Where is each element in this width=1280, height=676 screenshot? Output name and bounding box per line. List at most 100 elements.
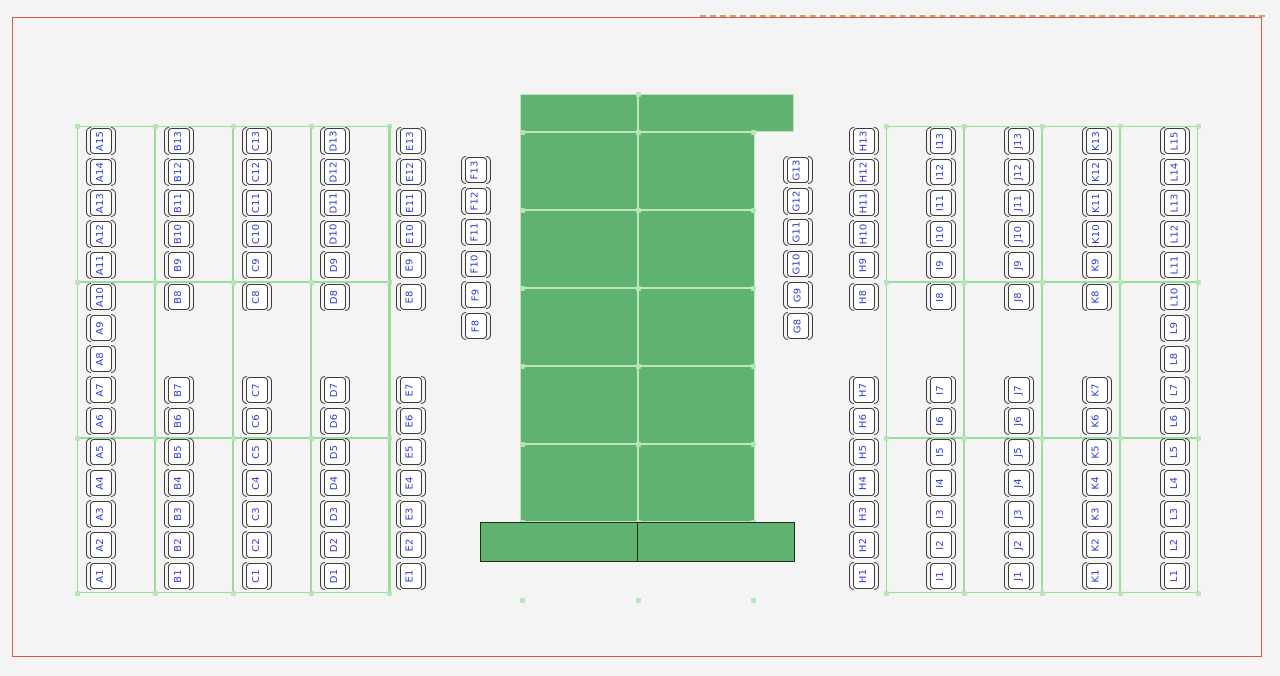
seat[interactable]: I7 <box>926 375 956 405</box>
seat[interactable]: K12 <box>1082 157 1112 187</box>
seat[interactable]: H1 <box>849 561 879 591</box>
seat[interactable]: G11 <box>783 217 813 247</box>
seat[interactable]: D12 <box>320 157 350 187</box>
seat[interactable]: C12 <box>242 157 272 187</box>
seat[interactable]: D1 <box>320 561 350 591</box>
seat[interactable]: B2 <box>164 530 194 560</box>
seat[interactable]: L5 <box>1160 437 1190 467</box>
table-tile[interactable] <box>638 94 794 132</box>
seat[interactable]: E10 <box>396 219 426 249</box>
seat[interactable]: K8 <box>1082 282 1112 312</box>
seat[interactable]: J1 <box>1004 561 1034 591</box>
seat[interactable]: C10 <box>242 219 272 249</box>
seat[interactable]: H10 <box>849 219 879 249</box>
seat[interactable]: C13 <box>242 126 272 156</box>
seat[interactable]: H6 <box>849 406 879 436</box>
seat[interactable]: G8 <box>783 311 813 341</box>
seat[interactable]: I1 <box>926 561 956 591</box>
seat[interactable]: F11 <box>461 217 491 247</box>
table-tile[interactable] <box>520 132 638 210</box>
seat[interactable]: I11 <box>926 188 956 218</box>
seat[interactable]: J4 <box>1004 468 1034 498</box>
seat[interactable]: J2 <box>1004 530 1034 560</box>
seat[interactable]: B1 <box>164 561 194 591</box>
table-tile[interactable] <box>638 366 755 444</box>
seat[interactable]: K9 <box>1082 250 1112 280</box>
seat[interactable]: I2 <box>926 530 956 560</box>
seat[interactable]: E4 <box>396 468 426 498</box>
seat[interactable]: D2 <box>320 530 350 560</box>
seat[interactable]: L15 <box>1160 126 1190 156</box>
seat[interactable]: H7 <box>849 375 879 405</box>
seat[interactable]: A5 <box>86 437 116 467</box>
seat[interactable]: H9 <box>849 250 879 280</box>
seat[interactable]: A6 <box>86 406 116 436</box>
seat[interactable]: H2 <box>849 530 879 560</box>
seat[interactable]: L1 <box>1160 561 1190 591</box>
seat[interactable]: A8 <box>86 344 116 374</box>
seat[interactable]: G10 <box>783 249 813 279</box>
table-tile[interactable] <box>637 522 795 562</box>
seat[interactable]: J7 <box>1004 375 1034 405</box>
seat[interactable]: A13 <box>86 188 116 218</box>
seat[interactable]: F10 <box>461 249 491 279</box>
seat[interactable]: A3 <box>86 499 116 529</box>
seat[interactable]: C11 <box>242 188 272 218</box>
seat[interactable]: B6 <box>164 406 194 436</box>
seat[interactable]: A10 <box>86 282 116 312</box>
seat[interactable]: D4 <box>320 468 350 498</box>
seat[interactable]: J8 <box>1004 282 1034 312</box>
seat[interactable]: K11 <box>1082 188 1112 218</box>
seat[interactable]: D11 <box>320 188 350 218</box>
seat[interactable]: E7 <box>396 375 426 405</box>
seat[interactable]: A11 <box>86 250 116 280</box>
seat[interactable]: I8 <box>926 282 956 312</box>
seat[interactable]: B8 <box>164 282 194 312</box>
seat[interactable]: B11 <box>164 188 194 218</box>
seat[interactable]: D6 <box>320 406 350 436</box>
seat[interactable]: K3 <box>1082 499 1112 529</box>
table-tile[interactable] <box>638 444 755 522</box>
seat[interactable]: A14 <box>86 157 116 187</box>
seat[interactable]: K10 <box>1082 219 1112 249</box>
seat[interactable]: C8 <box>242 282 272 312</box>
seat[interactable]: J9 <box>1004 250 1034 280</box>
seat[interactable]: E11 <box>396 188 426 218</box>
seat[interactable]: K2 <box>1082 530 1112 560</box>
seat[interactable]: K4 <box>1082 468 1112 498</box>
seat[interactable]: H3 <box>849 499 879 529</box>
seat[interactable]: I3 <box>926 499 956 529</box>
seat[interactable]: C5 <box>242 437 272 467</box>
seat[interactable]: E6 <box>396 406 426 436</box>
seat[interactable]: I5 <box>926 437 956 467</box>
table-tile[interactable] <box>520 210 638 288</box>
seat[interactable]: A2 <box>86 530 116 560</box>
seat[interactable]: K13 <box>1082 126 1112 156</box>
seat[interactable]: B9 <box>164 250 194 280</box>
seat[interactable]: L7 <box>1160 375 1190 405</box>
seat[interactable]: G12 <box>783 186 813 216</box>
seat[interactable]: E12 <box>396 157 426 187</box>
seat[interactable]: E9 <box>396 250 426 280</box>
seat[interactable]: I6 <box>926 406 956 436</box>
seat[interactable]: C3 <box>242 499 272 529</box>
seat[interactable]: G13 <box>783 155 813 185</box>
seat[interactable]: J11 <box>1004 188 1034 218</box>
seat[interactable]: J10 <box>1004 219 1034 249</box>
table-tile[interactable] <box>638 210 755 288</box>
seat[interactable]: D13 <box>320 126 350 156</box>
table-tile[interactable] <box>480 522 638 562</box>
seat[interactable]: E3 <box>396 499 426 529</box>
seat[interactable]: C9 <box>242 250 272 280</box>
seat[interactable]: A9 <box>86 313 116 343</box>
seat[interactable]: B7 <box>164 375 194 405</box>
seat[interactable]: G9 <box>783 280 813 310</box>
seat[interactable]: L4 <box>1160 468 1190 498</box>
seat[interactable]: A15 <box>86 126 116 156</box>
seat[interactable]: I13 <box>926 126 956 156</box>
table-tile[interactable] <box>520 288 638 366</box>
seat[interactable]: A12 <box>86 219 116 249</box>
seat[interactable]: F13 <box>461 155 491 185</box>
seat[interactable]: L9 <box>1160 313 1190 343</box>
seat[interactable]: E5 <box>396 437 426 467</box>
